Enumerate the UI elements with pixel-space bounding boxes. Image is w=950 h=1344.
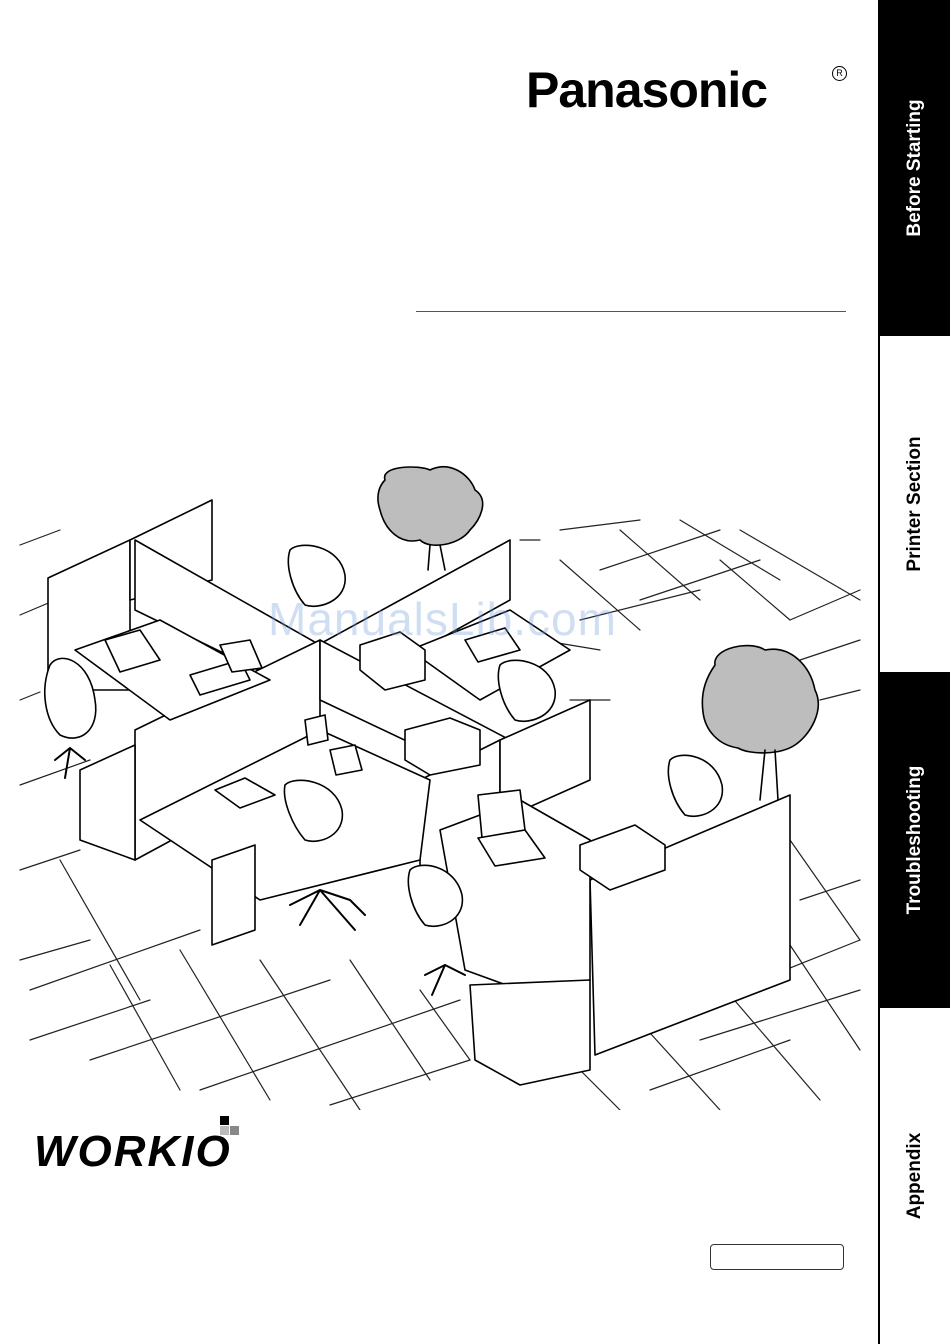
registered-mark: R [832,66,847,81]
tab-before-starting[interactable]: Before Starting [878,0,950,336]
tab-appendix[interactable]: Appendix [878,1008,950,1344]
panasonic-logo: Panasonic [526,60,767,120]
model-number-box [710,1244,844,1270]
workio-logo: WORKIO [34,1114,266,1170]
tab-printer-section[interactable]: Printer Section [878,336,950,672]
tab-label: Before Starting [904,99,926,236]
tab-label: Troubleshooting [904,766,926,915]
tab-label: Appendix [904,1133,926,1220]
workio-logo-text: WORKIO [34,1127,232,1170]
section-tab-sidebar: Before Starting Printer Section Troubles… [878,0,950,1344]
tab-troubleshooting[interactable]: Troubleshooting [878,672,950,1008]
title-divider [416,311,846,312]
office-cubicle-illustration [0,460,870,1110]
brand-name: Panasonic [526,62,767,118]
tab-label: Printer Section [904,436,926,571]
